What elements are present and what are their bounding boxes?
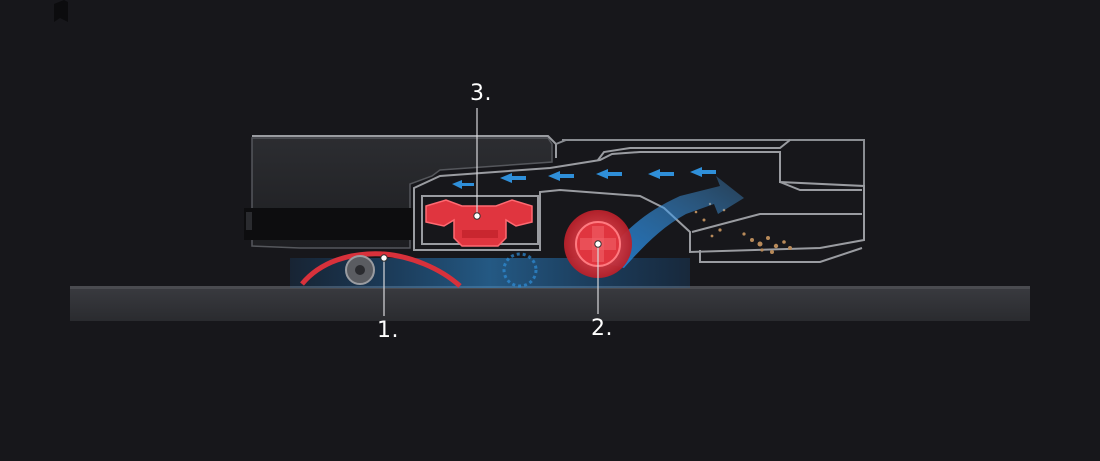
floor <box>70 286 1030 321</box>
callout-lines <box>380 108 602 316</box>
brush-roller <box>300 251 462 288</box>
callout-label-2: 2. <box>591 316 613 341</box>
suction-stream <box>600 176 744 268</box>
inner-chambers <box>413 139 865 263</box>
suction-fan <box>425 199 533 247</box>
callout-label-3: 3. <box>470 81 492 106</box>
callout-label-1: 1. <box>377 318 399 343</box>
airflow-arrows <box>452 167 716 189</box>
bookmark-icon <box>54 0 68 22</box>
